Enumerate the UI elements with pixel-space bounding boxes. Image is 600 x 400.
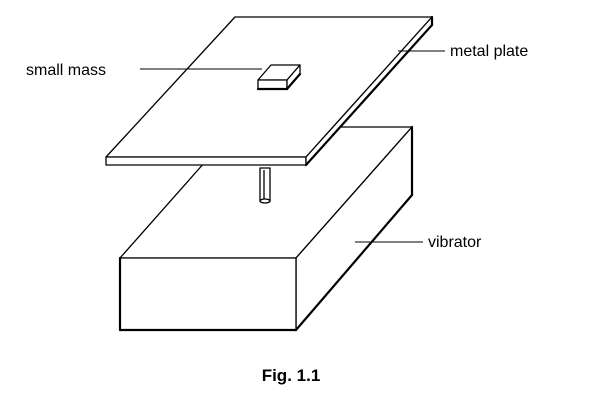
vibrator-front-face	[119, 257, 297, 331]
rod-body	[259, 167, 271, 202]
label-metal-plate: metal plate	[450, 43, 528, 60]
vibrator-back-right-edge	[294, 193, 414, 332]
mass-right-edge	[285, 72, 302, 91]
small-mass	[256, 64, 302, 91]
rod-base	[259, 198, 271, 204]
plate-underside-edge	[304, 23, 434, 167]
label-vibrator: vibrator	[428, 234, 482, 251]
figure-caption: Fig. 1.1	[262, 366, 321, 385]
mass-front	[257, 79, 288, 90]
label-small-mass: small mass	[26, 62, 106, 79]
connecting-rod	[259, 167, 271, 204]
plate-front-edge	[105, 156, 307, 166]
